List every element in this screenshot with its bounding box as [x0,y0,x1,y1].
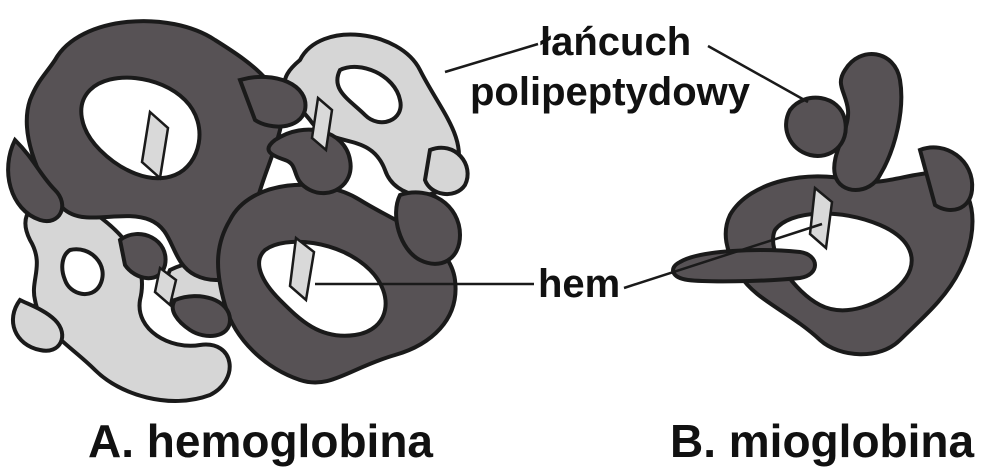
dark-chain-center-hook [268,130,350,194]
heme-plate-a3 [290,238,314,300]
label-heme: hem [538,264,620,304]
caption-myoglobin: B. mioglobina [670,418,974,464]
light-chain-top-right-loop [425,148,468,194]
dark-chain-lower-tail [173,296,230,336]
label-polypeptide-chain-line1: łańcuch [540,22,691,62]
myoglobin-left-loop [786,98,846,156]
chain-leader-hemoglobin [445,44,538,72]
heme-plate-a1 [142,112,168,178]
caption-hemoglobin: A. hemoglobina [88,418,433,464]
label-polypeptide-chain-line2: polipeptydowy [470,72,750,112]
